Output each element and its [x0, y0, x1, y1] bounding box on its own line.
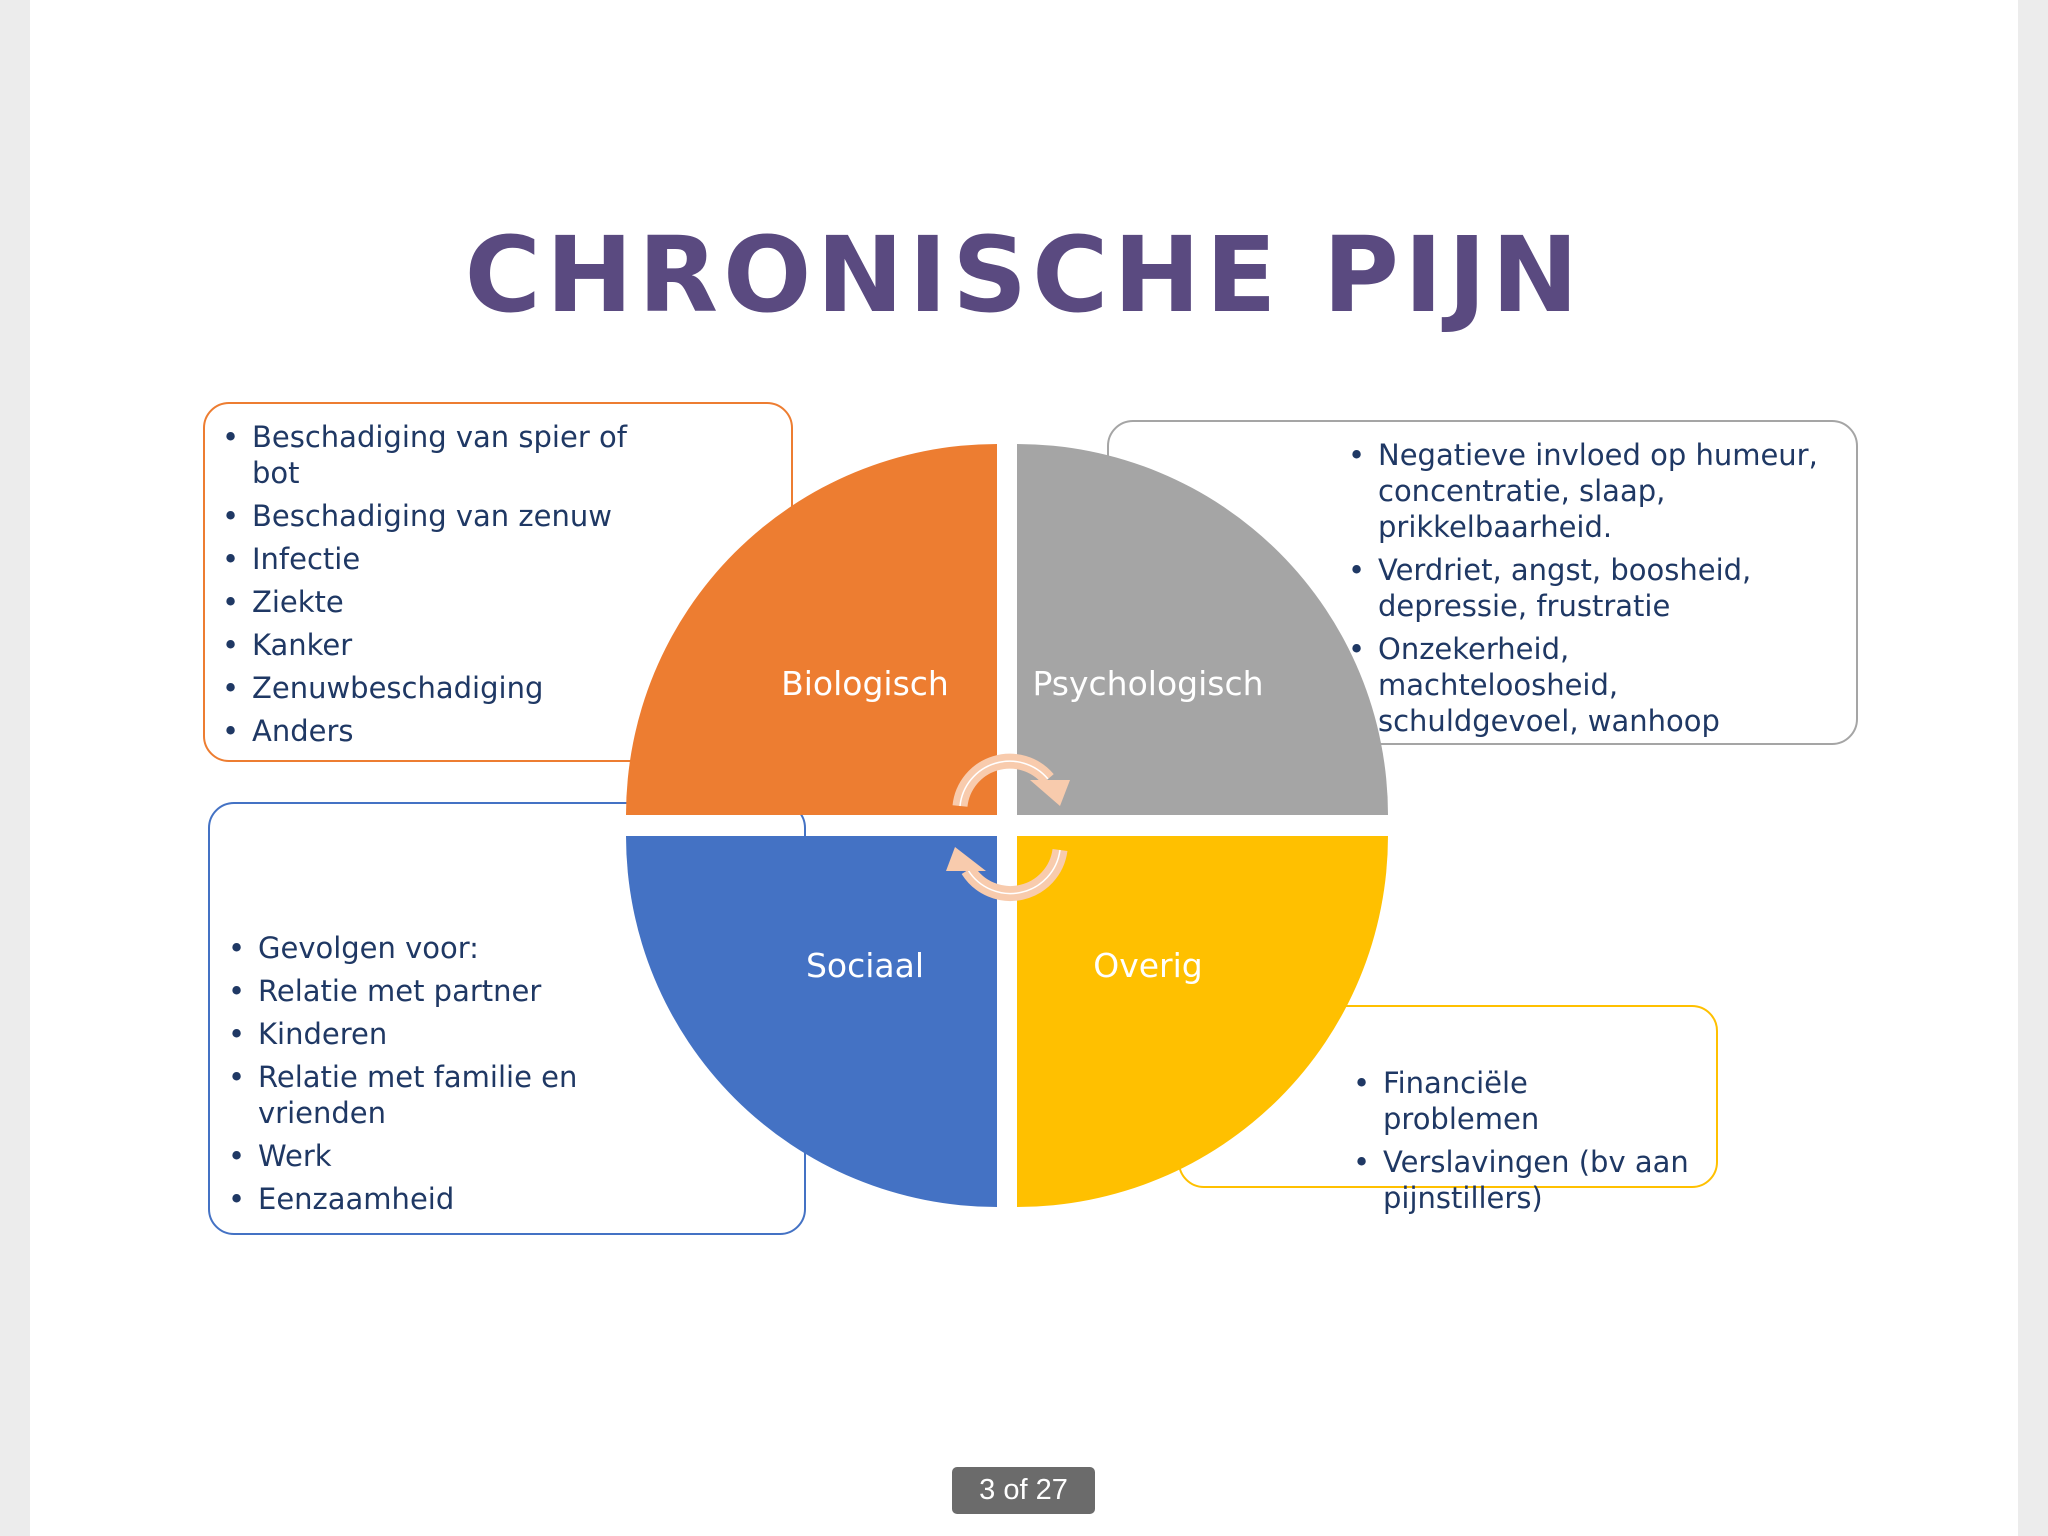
sociaal-list: Gevolgen voor: Relatie met partner Kinde… [228, 930, 648, 1224]
list-item: Onzekerheid, machteloosheid, schuldgevoe… [1348, 631, 1818, 739]
slide-title: CHRONISCHE PIJN [464, 214, 1584, 336]
quadrant-label-sociaal: Sociaal [805, 946, 925, 985]
list-item: Negatieve invloed op humeur, concentrati… [1348, 437, 1818, 545]
overig-list: Financiële problemen Verslavingen (bv aa… [1353, 1065, 1693, 1223]
list-item: Relatie met familie en vrienden [228, 1059, 648, 1131]
cycle-arrow-bottom-icon [946, 847, 1068, 901]
list-item: Gevolgen voor: [228, 930, 648, 966]
list-item: Eenzaamheid [228, 1181, 648, 1217]
list-item: Kinderen [228, 1016, 648, 1052]
biologisch-list: Beschadiging van spier of bot Beschadigi… [222, 419, 642, 756]
list-item: Werk [228, 1138, 648, 1174]
list-item: Kanker [222, 627, 642, 663]
list-item: Zenuwbeschadiging [222, 670, 642, 706]
list-item: Beschadiging van zenuw [222, 498, 642, 534]
quadrant-sociaal [626, 836, 997, 1207]
list-item: Relatie met partner [228, 973, 648, 1009]
list-item: Financiële problemen [1353, 1065, 1693, 1137]
list-item: Verdriet, angst, boosheid, depressie, fr… [1348, 552, 1818, 624]
list-item: Anders [222, 713, 642, 749]
page-indicator: 3 of 27 [952, 1467, 1095, 1514]
list-item: Ziekte [222, 584, 642, 620]
quadrant-biologisch [626, 444, 997, 815]
list-item: Infectie [222, 541, 642, 577]
quadrant-label-biologisch: Biologisch [781, 664, 949, 703]
quadrant-label-psychologisch: Psychologisch [1032, 664, 1264, 703]
cycle-arrow-top-icon [952, 753, 1070, 808]
quadrant-psychologisch [1017, 444, 1388, 815]
psychologisch-list: Negatieve invloed op humeur, concentrati… [1348, 437, 1818, 746]
list-item: Beschadiging van spier of bot [222, 419, 642, 491]
quadrant-overig [1017, 836, 1388, 1207]
quadrant-label-overig: Overig [1093, 946, 1203, 985]
list-item: Verslavingen (bv aan pijnstillers) [1353, 1144, 1693, 1216]
